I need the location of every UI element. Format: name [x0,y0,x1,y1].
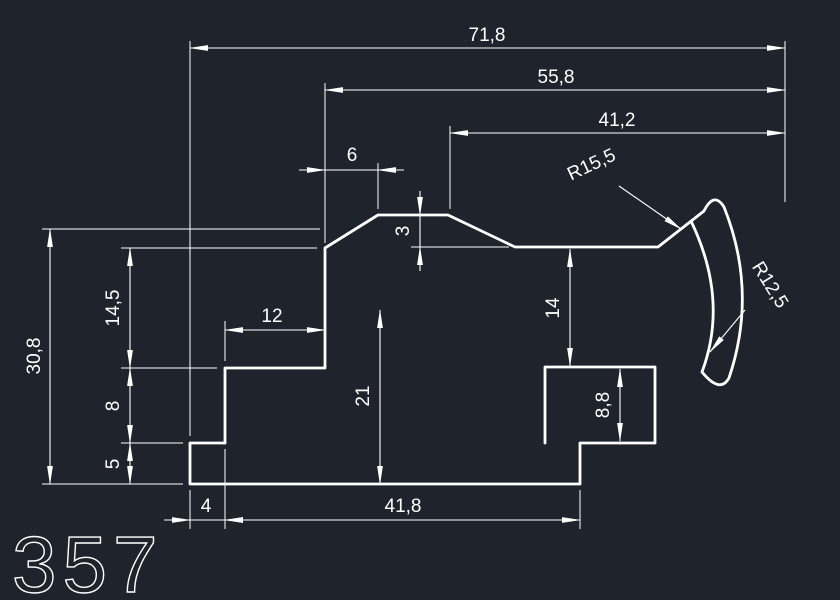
dim-base-height-label: 5 [103,459,124,470]
dim-right-gap-height-label: 14 [543,297,564,319]
dimension-top-width: 41,2 [449,110,786,136]
dim-chamfer-run-label: 6 [347,145,358,166]
leader-outer-radius: R15,5 [564,145,682,230]
dim-top-width-label: 41,2 [599,110,636,131]
dimension-base-offset: 4 [164,496,251,523]
dimension-upper-width: 55,8 [324,67,786,93]
dim-total-height-label: 30,8 [24,338,45,375]
dim-total-width-label: 71,8 [469,25,506,46]
dim-upper-width-label: 55,8 [538,67,575,88]
dimension-total-width: 71,8 [189,25,786,51]
dimension-left-upper-height: 14,5 [103,247,133,369]
dim-left-mid-height-label: 8 [103,401,124,412]
leader-inner-radius: R12,5 [709,258,792,353]
dimension-total-height: 30,8 [24,228,53,485]
dim-top-step-label: 3 [393,226,414,237]
dim-left-upper-height-label: 14,5 [103,290,124,327]
dim-base-width-label: 41,8 [385,496,422,517]
profile-body-path [223,198,744,445]
dimension-mid-height: 21 [353,309,383,485]
dim-step-width-label: 12 [261,306,282,327]
dimension-base-width: 41,8 [224,496,581,523]
dimension-base-height: 5 [103,442,133,485]
dim-inner-radius-label: R12,5 [747,258,792,312]
dimension-top-step: 3 [393,191,423,271]
dimension-chamfer-run: 6 [299,145,404,173]
dimension-foot-height: 8,8 [593,368,623,442]
profile-number: 357 [12,520,163,600]
dim-foot-height-label: 8,8 [593,392,614,418]
dim-mid-height-label: 21 [353,385,374,406]
profile-outline [188,198,744,486]
dimension-step-width: 12 [224,306,326,333]
profile-base-path [188,365,657,486]
dim-base-offset-label: 4 [201,496,212,517]
dimension-left-mid-height: 8 [103,367,133,444]
leader-line [709,309,746,353]
leader-line [618,185,682,230]
dimension-right-gap-height: 14 [543,248,573,367]
extension-lines [42,41,786,529]
dim-outer-radius-label: R15,5 [564,145,619,185]
